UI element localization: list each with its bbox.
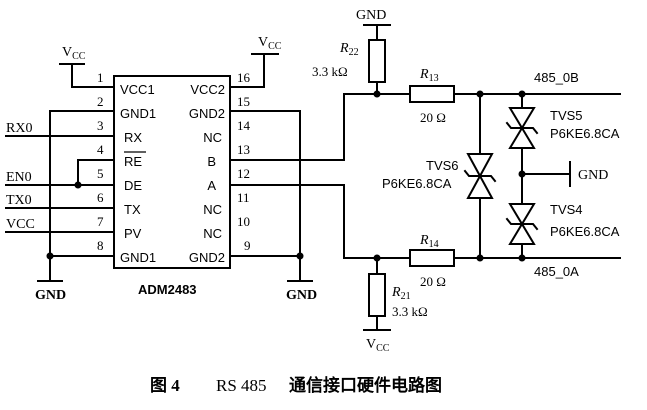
pin-num-6: 6 [97,190,104,205]
pin-name-9: GND2 [189,250,225,265]
r21-ref: R21 [391,285,411,302]
out-a-label: 485_0A [534,264,579,279]
pin-num-2: 2 [97,94,104,109]
gnd-label-tvs: GND [578,168,608,183]
gnd-label-left: GND [35,288,66,303]
right-pin-numbers: 16 15 14 13 12 11 10 9 [237,70,251,253]
pin-num-16: 16 [237,70,251,85]
gnd2-wire [229,110,301,282]
b-line-wire [229,93,411,161]
a-line-wire [229,184,411,259]
rx0-label: RX0 [6,121,32,136]
junction-gnd2 [296,252,304,260]
pin-name-15: GND2 [189,106,225,121]
tvs6-part: P6KE6.8CA [382,176,452,191]
junction-gnd1 [46,252,54,260]
r13-ref: R13 [419,67,439,84]
tx0-label: TX0 [6,193,32,208]
vcc-label-right: VCC [258,35,282,52]
pin-num-14: 14 [237,118,251,133]
pin-num-5: 5 [97,166,104,181]
gnd1-wire [49,110,115,282]
vcc-label-left: VCC [62,45,86,62]
junction-r22 [373,90,381,98]
r21-value: 3.3 kΩ [392,304,428,319]
pin-num-15: 15 [237,94,250,109]
tvs4-name: TVS4 [550,202,583,217]
chip-name: ADM2483 [138,282,197,297]
junction-r21 [373,254,381,262]
right-pin-names: VCC2 GND2 NC B A NC NC GND2 [189,82,225,265]
pin-num-8: 8 [97,238,104,253]
pin-num-10: 10 [237,214,250,229]
caption-figure: 图 4 [150,376,180,395]
vcc2-wire [229,53,265,88]
pin-num-11: 11 [237,190,250,205]
adm2483-chip-body [113,75,231,269]
pin-name-10: NC [203,226,222,241]
pin-name-4: RE [124,154,142,169]
r21-resistor [368,273,386,317]
left-pin-names: VCC1 GND1 RX RE DE TX PV GND1 [120,82,156,265]
pin-name-8: GND1 [120,250,156,265]
gnd-label-right: GND [286,288,317,303]
caption-rs: RS 485 [216,376,267,395]
tvs5-part: P6KE6.8CA [550,126,620,141]
r22-value: 3.3 kΩ [312,64,348,79]
vcc-label-bottom: VCC [366,337,390,354]
pin-num-1: 1 [97,70,104,85]
pin-num-7: 7 [97,214,104,229]
pin-name-11: NC [203,202,222,217]
caption-text: 通信接口硬件电路图 [289,375,442,395]
tvs6-name: TVS6 [426,158,459,173]
tvs4-diode [505,203,539,245]
r13-value: 20 Ω [420,110,446,125]
pin-name-13: B [207,154,216,169]
pin-num-12: 12 [237,166,250,181]
pin-num-3: 3 [97,118,104,133]
vcc1-wire [71,63,115,88]
junction-en0 [74,181,82,189]
pin-name-12: A [207,178,216,193]
tvs5-diode [505,107,539,149]
r14-resistor [409,249,455,267]
tvs4-part: P6KE6.8CA [550,224,620,239]
left-pin-numbers: 1 2 3 4 5 6 7 8 [97,70,104,253]
r14-ref: R14 [419,233,439,250]
en0-label: EN0 [6,170,32,185]
r13-resistor [409,85,455,103]
pin-name-2: GND1 [120,106,156,121]
tvs5-name: TVS5 [550,108,583,123]
pin-num-13: 13 [237,142,250,157]
r14-value: 20 Ω [420,274,446,289]
r22-resistor [368,39,386,83]
pin-name-16: VCC2 [190,82,225,97]
pin-num-4: 4 [97,142,104,157]
vcc-pv-label: VCC [6,217,35,232]
re-wire [77,159,115,186]
pin-name-1: VCC1 [120,82,155,97]
pin-num-9: 9 [244,238,251,253]
r22-ref: R22 [339,41,359,58]
pin-name-14: NC [203,130,222,145]
pin-name-5: DE [124,178,142,193]
figure-caption: 图 4 RS 485 通信接口硬件电路图 [150,375,442,395]
pin-name-3: RX [124,130,142,145]
pin-name-6: TX [124,202,141,217]
out-b-label: 485_0B [534,70,579,85]
pin-name-7: PV [124,226,142,241]
gnd-label-top: GND [356,8,386,23]
tvs6-diode [463,153,497,199]
